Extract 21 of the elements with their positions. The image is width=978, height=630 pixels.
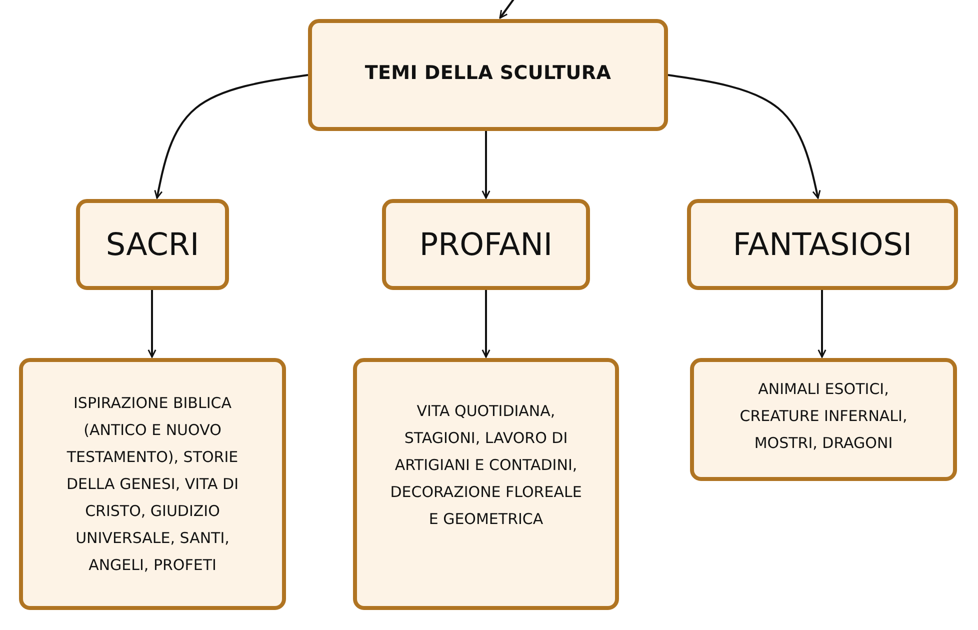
arrow	[154, 74, 308, 199]
arrow	[668, 74, 821, 199]
arrow	[148, 290, 156, 358]
category-title: FANTASIOSI	[732, 226, 912, 262]
description-box	[690, 358, 957, 481]
description-text: VITA QUOTIDIANA, STAGIONI, LAVORO DI ARTIGIANI E CONTADINI, DECORAZIONE FLOREALE E GEOMETRICA	[389, 400, 583, 530]
arrow	[818, 290, 826, 358]
topic-title: TEMI DELLA SCULTURA	[364, 62, 612, 84]
category-box	[687, 199, 958, 290]
category-title: SACRI	[106, 226, 200, 262]
category-title: PROFANI	[419, 226, 553, 262]
arrow	[482, 290, 490, 358]
category-box	[382, 199, 590, 290]
description-box	[19, 358, 286, 610]
description-text: ANIMALI ESOTICI, CREATURE INFERNALI, MOSTRI, DRAGONI	[738, 379, 908, 454]
description-text: ISPIRAZIONE BIBLICA (ANTICO E NUOVO TESTAMENTO), STORIE DELLA GENESI, VITA DI CRISTO, GIUDIZIO UNIVERSALE, SANTI, ANGELI, PROFETI	[65, 392, 240, 576]
arrow	[499, 0, 517, 19]
topic-box	[308, 19, 668, 131]
arrow	[482, 131, 490, 199]
category-box	[76, 199, 229, 290]
description-box	[353, 358, 619, 610]
